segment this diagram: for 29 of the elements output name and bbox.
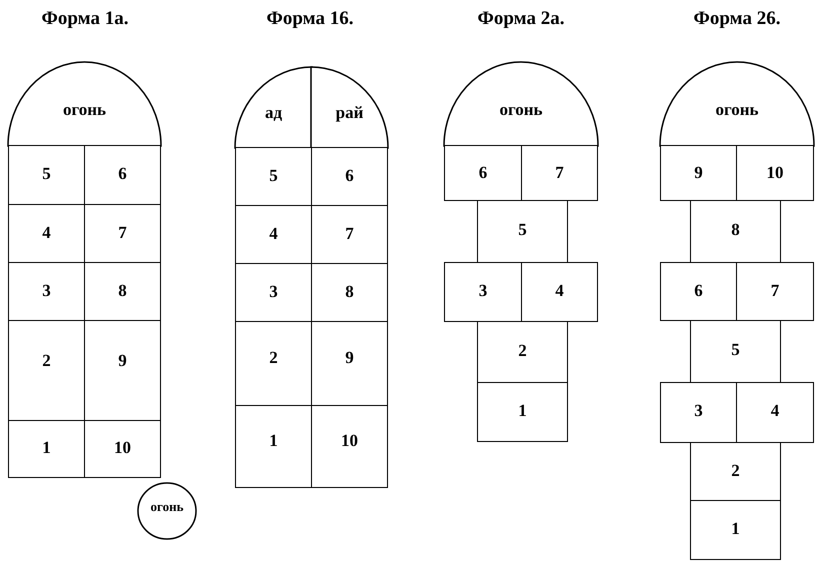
hopscotch-cell: 9 xyxy=(660,145,737,201)
hopscotch-cell: 7 xyxy=(521,145,598,201)
semicircle-zone: огонь xyxy=(8,62,161,146)
hopscotch-cell: 5 xyxy=(235,147,312,206)
form-title: Форма 1а. xyxy=(42,8,128,30)
hopscotch-cell: 5 xyxy=(8,145,85,205)
quarter-circle-zone: рай xyxy=(311,67,388,148)
hopscotch-cell: 10 xyxy=(84,420,161,478)
form-title: Форма 2а. xyxy=(478,8,564,30)
hopscotch-cell: 5 xyxy=(477,200,568,263)
semicircle-zone: огонь xyxy=(444,62,598,146)
hopscotch-cell: 10 xyxy=(736,145,814,201)
form-title: Форма 26. xyxy=(694,8,780,30)
hopscotch-cell: 2 xyxy=(690,442,781,501)
hopscotch-cell: 6 xyxy=(311,147,388,206)
hopscotch-cell: 1 xyxy=(235,405,312,488)
oval-zone: огонь xyxy=(137,482,197,540)
hopscotch-cell: 10 xyxy=(311,405,388,488)
semicircle-zone: огонь xyxy=(660,62,814,146)
form-title: Форма 16. xyxy=(266,8,354,30)
hopscotch-cell: 2 xyxy=(477,321,568,383)
hopscotch-cell: 1 xyxy=(477,382,568,442)
hopscotch-cell: 5 xyxy=(690,320,781,383)
hopscotch-cell: 6 xyxy=(444,145,522,201)
hopscotch-cell: 8 xyxy=(690,200,781,263)
quarter-circle-zone: ад xyxy=(235,67,312,148)
hopscotch-cell: 1 xyxy=(8,420,85,478)
hopscotch-cell: 6 xyxy=(84,145,161,205)
hopscotch-cell: 1 xyxy=(690,500,781,560)
